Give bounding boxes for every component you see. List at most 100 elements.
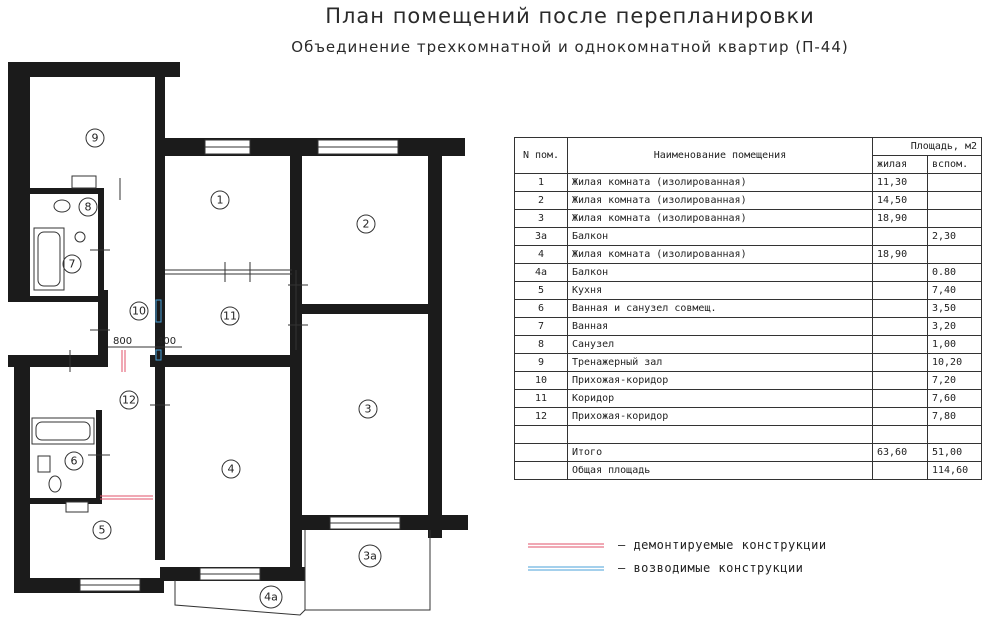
wall-segment [98, 188, 104, 298]
header-num: N пом. [514, 137, 568, 174]
row-num: 12 [514, 407, 568, 426]
room-label-2: 2 [363, 218, 370, 231]
room-label-12: 12 [122, 394, 136, 407]
row-num: 9 [514, 353, 568, 372]
legend-samples [528, 543, 604, 571]
balconies [174, 530, 431, 616]
row-living [872, 227, 928, 246]
row-name: Прихожая-коридор [567, 371, 873, 390]
row-num: 1 [514, 173, 568, 192]
row-aux: 0.80 [927, 263, 982, 282]
row-name: Ванная и санузел совмещ. [567, 299, 873, 318]
page-subtitle: Объединение трехкомнатной и однокомнатно… [291, 38, 849, 56]
row-aux [927, 425, 982, 444]
wall-segment [428, 138, 442, 538]
row-living: 18,90 [872, 209, 928, 228]
row-num: 6 [514, 299, 568, 318]
room-label-3a: 3а [363, 550, 377, 563]
row-aux: 1,00 [927, 335, 982, 354]
toilet-icon [48, 475, 62, 493]
row-name: Жилая комната (изолированная) [567, 173, 873, 192]
room-label-4: 4 [228, 463, 235, 476]
row-num: 3а [514, 227, 568, 246]
wall-segment [8, 355, 108, 367]
dimensions: 800 400 [108, 336, 182, 348]
row-name: Общая площадь [567, 461, 873, 480]
row-name: Жилая комната (изолированная) [567, 245, 873, 264]
row-name: Ванная [567, 317, 873, 336]
dimension-400: 400 [157, 336, 176, 347]
wall-segment [8, 62, 180, 77]
wall-segment [30, 498, 100, 504]
row-aux: 7,60 [927, 389, 982, 408]
row-living [872, 461, 928, 480]
row-num [514, 461, 568, 480]
room-label-5: 5 [99, 524, 106, 537]
row-name [567, 425, 873, 444]
erected-wall [155, 299, 162, 323]
wall-segment [96, 410, 102, 504]
row-living [872, 281, 928, 300]
room-label-9: 9 [92, 132, 99, 145]
legend-erected: – возводимые конструкции [618, 561, 804, 575]
row-num: 4а [514, 263, 568, 282]
row-aux: 7,20 [927, 371, 982, 390]
row-aux [927, 245, 982, 264]
legend-demolished: – демонтируемые конструкции [618, 538, 827, 552]
wall-segment [28, 296, 104, 302]
row-num: 10 [514, 371, 568, 390]
sink-icon [37, 455, 51, 473]
partitions [69, 178, 308, 456]
room-label-1: 1 [217, 194, 224, 207]
row-num: 11 [514, 389, 568, 408]
wall-segment [98, 290, 108, 360]
erected-wall [155, 349, 162, 361]
row-living: 63,60 [872, 443, 928, 462]
row-aux [927, 173, 982, 192]
row-living: 14,50 [872, 191, 928, 210]
room-labels: 9 8 7 1 2 10 11 12 6 4 3 5 3а 4а [62, 128, 382, 609]
row-name: Жилая комната (изолированная) [567, 191, 873, 210]
row-name: Тренажерный зал [567, 353, 873, 372]
wall-segment [440, 138, 465, 156]
wall-segment [150, 355, 300, 367]
row-living [872, 263, 928, 282]
row-name: Жилая комната (изолированная) [567, 209, 873, 228]
stove-icon [65, 501, 89, 513]
row-name: Санузел [567, 335, 873, 354]
row-num: 2 [514, 191, 568, 210]
row-living [872, 371, 928, 390]
sink-icon [71, 175, 97, 189]
row-living [872, 407, 928, 426]
row-living [872, 299, 928, 318]
row-name: Кухня [567, 281, 873, 300]
row-aux: 51,00 [927, 443, 982, 462]
changes [100, 299, 162, 500]
row-aux: 2,30 [927, 227, 982, 246]
wall-segment [8, 62, 30, 302]
wall-segment [28, 188, 103, 194]
row-living [872, 317, 928, 336]
row-name: Балкон [567, 227, 873, 246]
room-label-6: 6 [71, 455, 78, 468]
wall-segment [155, 62, 165, 157]
row-name: Балкон [567, 263, 873, 282]
fixtures [31, 175, 97, 513]
row-aux: 3,50 [927, 299, 982, 318]
header-living: жилая [872, 155, 928, 174]
row-aux: 7,40 [927, 281, 982, 300]
page-title: План помещений после перепланировки [325, 4, 815, 28]
row-num: 7 [514, 317, 568, 336]
